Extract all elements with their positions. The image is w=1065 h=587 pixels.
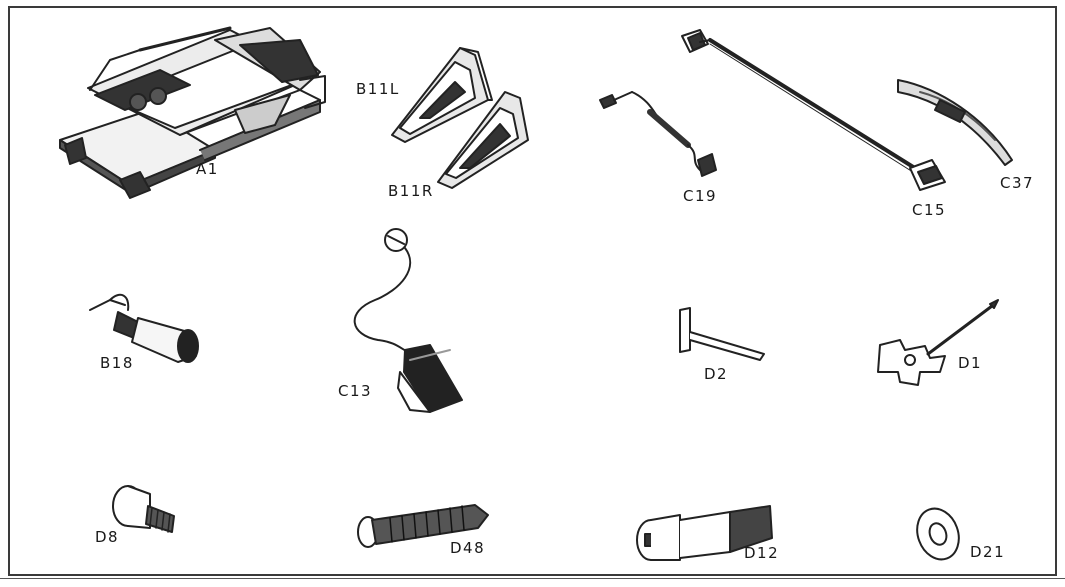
bolt-d8-drawing <box>112 485 175 533</box>
label-b11r: B11R <box>388 182 434 200</box>
hex-key-d2-drawing <box>679 307 765 361</box>
cable-c19-drawing <box>599 91 717 177</box>
oil-bottle-b18-drawing <box>89 293 199 363</box>
label-b11l: B11L <box>356 80 400 98</box>
washer-d21-drawing <box>916 507 960 561</box>
side-cover-b11l-drawing <box>391 47 493 143</box>
label-d1: D1 <box>958 354 983 372</box>
side-cover-b11r-drawing <box>437 91 529 189</box>
strip-c37-drawing <box>897 79 1013 166</box>
label-b18: B18 <box>100 354 134 372</box>
safety-key-c13-drawing <box>353 228 463 413</box>
label-c37: C37 <box>1000 174 1035 192</box>
bottom-rule <box>0 578 1065 579</box>
label-d2: D2 <box>704 365 729 383</box>
label-c13: C13 <box>338 382 373 400</box>
label-c19: C19 <box>683 187 718 205</box>
label-a1: A1 <box>196 160 219 178</box>
bolt-d12-drawing <box>636 505 773 561</box>
power-cord-c15-drawing <box>681 29 946 191</box>
label-d48: D48 <box>450 539 486 557</box>
label-c15: C15 <box>912 201 947 219</box>
label-d8: D8 <box>95 528 120 546</box>
label-d21: D21 <box>970 543 1006 561</box>
treadmill-a1-drawing <box>59 26 326 199</box>
screw-d48-drawing <box>357 504 489 548</box>
multi-tool-d1-drawing <box>877 299 999 386</box>
label-d12: D12 <box>744 544 780 562</box>
